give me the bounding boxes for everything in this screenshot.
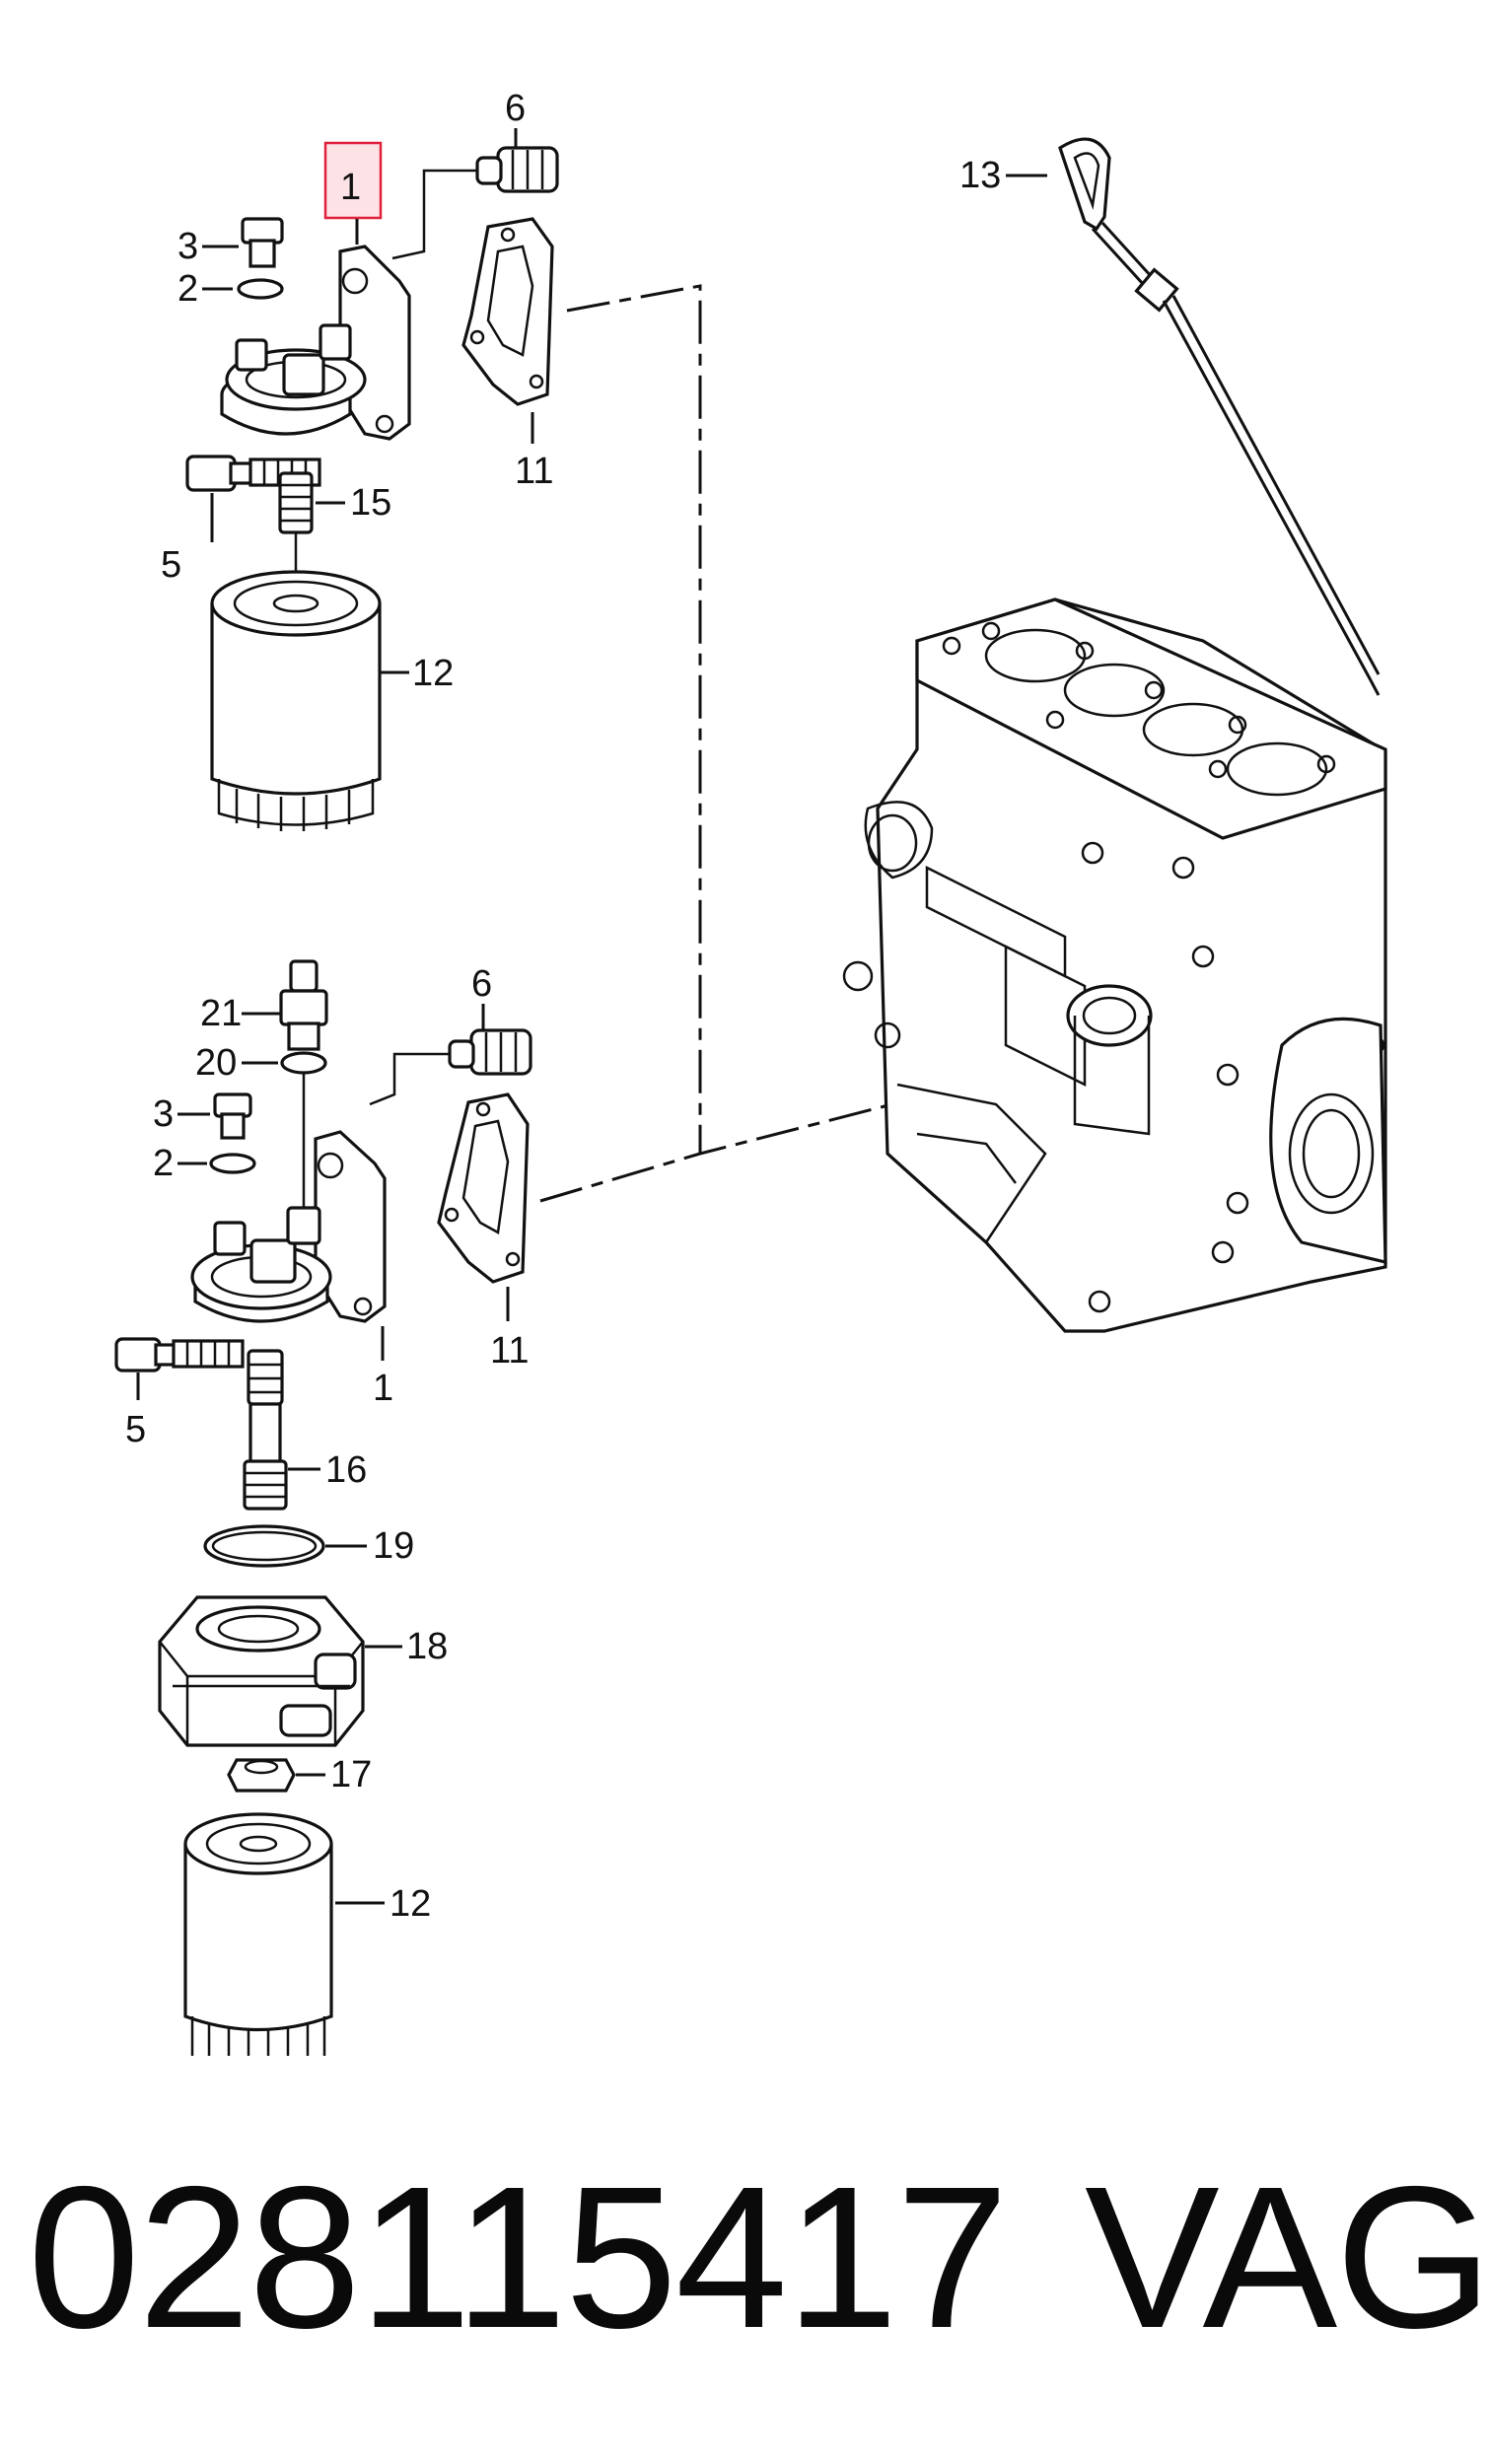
callout-bottom-18: 18 xyxy=(406,1626,448,1667)
seal-ring-bottom xyxy=(209,1153,256,1174)
oil-filter-bottom xyxy=(183,1812,333,2056)
gasket-bottom xyxy=(437,1092,530,1284)
callout-bottom-2: 2 xyxy=(153,1143,174,1184)
plug-bottom xyxy=(213,1092,252,1140)
callout-bottom-5: 5 xyxy=(125,1409,146,1450)
callout-bottom-20: 20 xyxy=(195,1042,237,1084)
switch-connection-bottom xyxy=(369,1052,450,1106)
callout-bottom-21: 21 xyxy=(200,993,242,1034)
callout-top-15: 15 xyxy=(350,482,391,524)
part-footer: 028115417 VAG xyxy=(0,2145,1489,2371)
o-ring-19-inner xyxy=(211,1530,318,1562)
switch-connection-top xyxy=(391,169,477,260)
callout-bottom-16: 16 xyxy=(325,1449,367,1491)
threaded-sleeve-16 xyxy=(243,1349,288,1511)
hex-nut-17 xyxy=(227,1758,296,1793)
gasket-top xyxy=(461,217,554,406)
highlight-box-part-1 xyxy=(323,141,383,220)
plug-top xyxy=(241,217,284,268)
callout-bottom-12: 12 xyxy=(390,1883,431,1925)
callout-top-12: 12 xyxy=(412,653,454,694)
exploded-parts-diagram: 1 6 3 2 11 xyxy=(114,88,1387,2056)
dashed-connector-vertical xyxy=(566,284,702,1154)
oil-pressure-switch-top xyxy=(475,146,559,193)
callout-top-1: 1 xyxy=(340,167,361,208)
brand-name: VAG xyxy=(1085,2145,1489,2370)
callout-top-2: 2 xyxy=(177,268,198,310)
oil-pressure-switch-bottom xyxy=(448,1028,532,1076)
oil-pressure-sender-bottom xyxy=(279,959,328,1051)
seal-ring-20 xyxy=(280,1051,327,1075)
o-ring-19 xyxy=(203,1524,325,1568)
part-number: 028115417 xyxy=(28,2145,1009,2370)
oil-dipstick xyxy=(1058,137,1381,696)
oil-filter-flange-top xyxy=(220,245,411,441)
engine-block xyxy=(842,598,1387,1333)
threaded-bush-top xyxy=(278,471,314,534)
oil-filter-top xyxy=(210,570,382,831)
callout-bottom-1: 1 xyxy=(373,1368,393,1409)
oil-filter-flange-bottom xyxy=(190,1130,387,1323)
callout-13: 13 xyxy=(959,155,1001,196)
callout-top-5: 5 xyxy=(161,544,181,586)
seal-ring-top xyxy=(237,278,284,300)
callout-bottom-19: 19 xyxy=(373,1525,414,1567)
bolt-bottom xyxy=(114,1337,245,1373)
callout-top-11: 11 xyxy=(515,451,553,492)
oil-cooler-18 xyxy=(158,1595,365,1747)
callout-bottom-17: 17 xyxy=(330,1754,372,1795)
callout-top-6: 6 xyxy=(505,88,526,129)
callout-bottom-3: 3 xyxy=(153,1093,174,1135)
callout-top-3: 3 xyxy=(177,226,198,267)
callout-bottom-11: 11 xyxy=(490,1330,529,1372)
callout-bottom-6: 6 xyxy=(471,963,492,1005)
